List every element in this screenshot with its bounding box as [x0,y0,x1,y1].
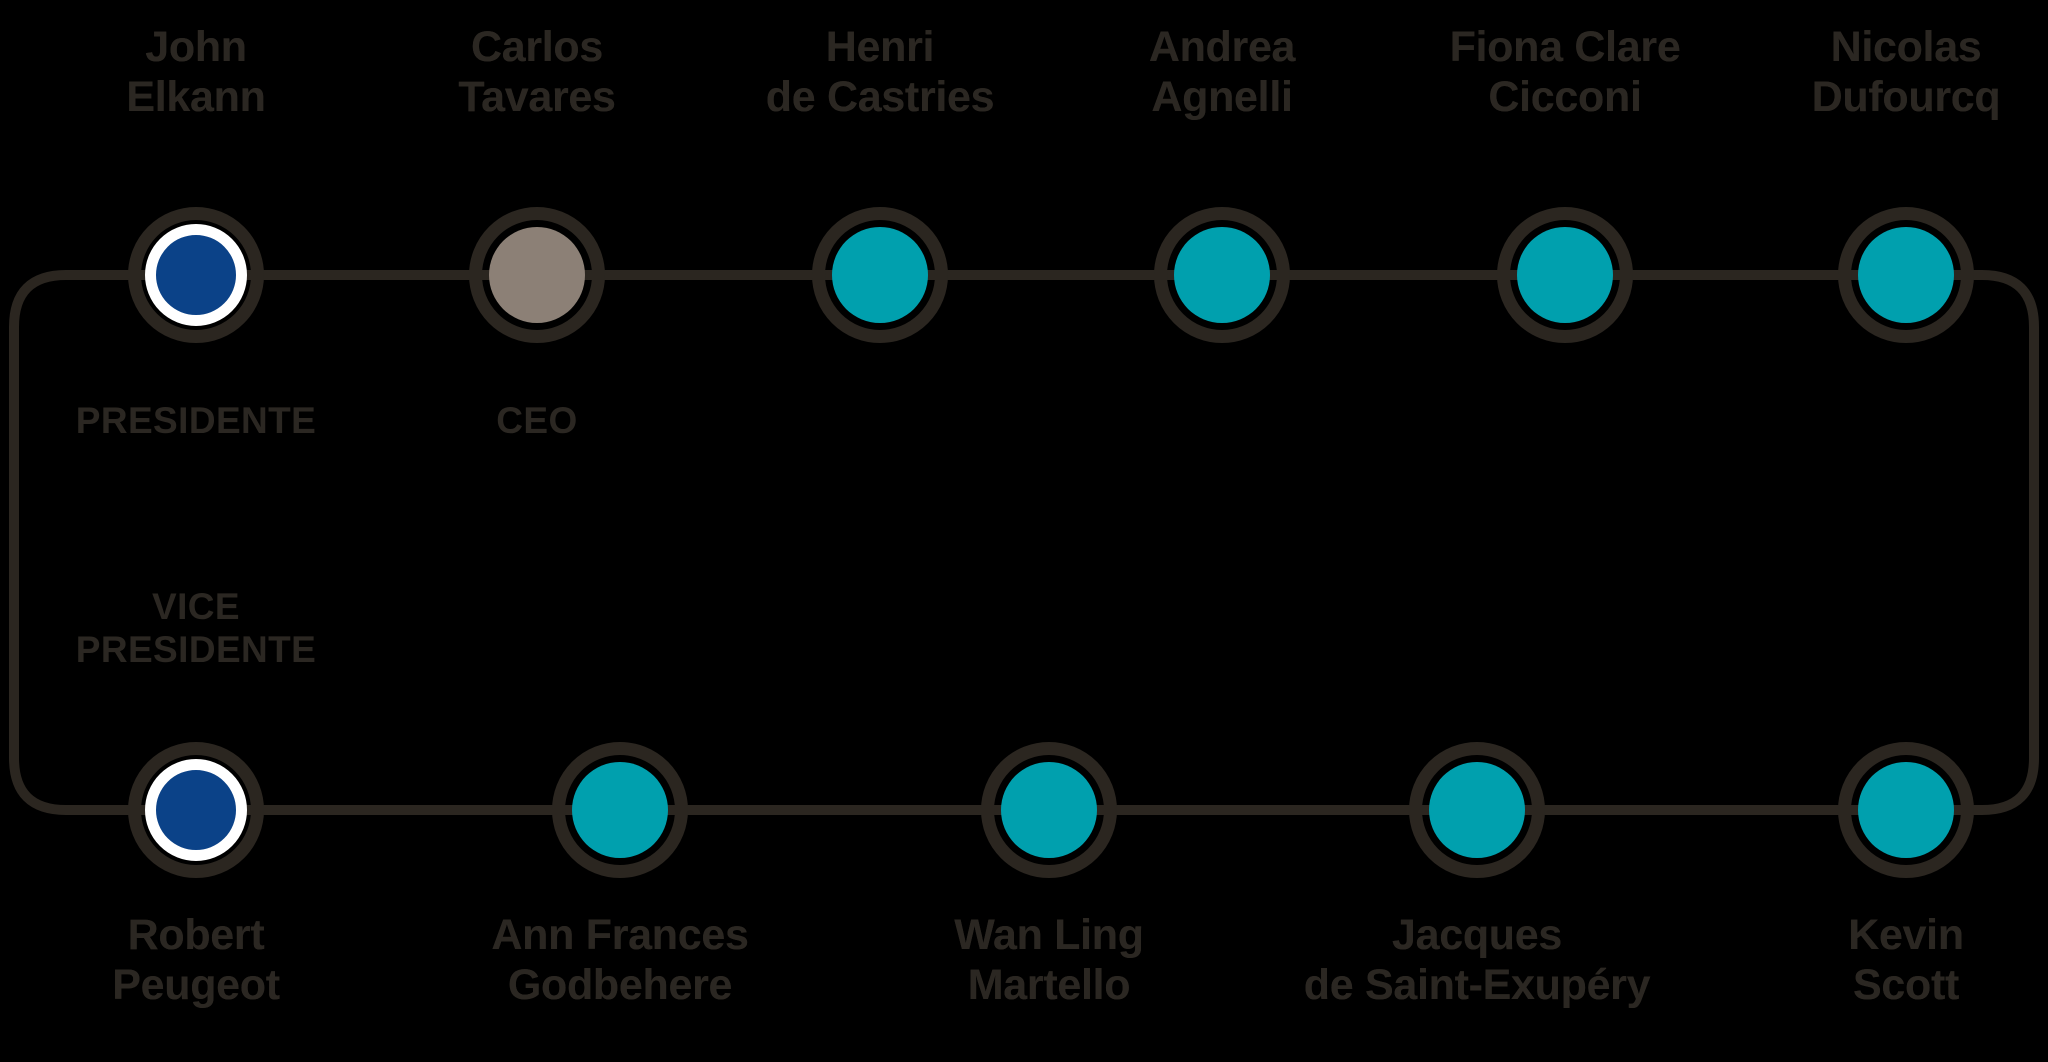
node-label-ann-frances-godbehere: Ann Frances Godbehere [491,911,749,1010]
node-disc [1429,762,1525,858]
role-label-carlos-tavares: CEO [496,400,578,441]
node-henri-de-castries[interactable] [812,207,948,343]
node-disc [145,759,247,861]
node-disc [1001,762,1097,858]
node-jacques-de-saint-exupery[interactable] [1409,742,1545,878]
node-disc [1517,227,1613,323]
node-nicolas-dufourcq[interactable] [1838,207,1974,343]
role-label-john-elkann: PRESIDENTE [75,400,317,441]
node-carlos-tavares[interactable] [469,207,605,343]
node-label-carlos-tavares: Carlos Tavares [458,23,616,122]
node-label-john-elkann: John Elkann [126,23,266,122]
node-label-wan-ling-martello: Wan Ling Martello [954,911,1144,1010]
node-ann-frances-godbehere[interactable] [552,742,688,878]
node-disc [572,762,668,858]
node-john-elkann[interactable] [128,207,264,343]
node-disc [1858,227,1954,323]
node-label-nicolas-dufourcq: Nicolas Dufourcq [1811,23,2001,122]
node-disc [1174,227,1270,323]
node-robert-peugeot[interactable] [128,742,264,878]
node-kevin-scott[interactable] [1838,742,1974,878]
node-disc [145,224,247,326]
node-andrea-agnelli[interactable] [1154,207,1290,343]
node-fiona-clare-cicconi[interactable] [1497,207,1633,343]
node-wan-ling-martello[interactable] [981,742,1117,878]
node-label-jacques-de-saint-exupery: Jacques de Saint-Exupéry [1303,911,1651,1010]
node-label-fiona-clare-cicconi: Fiona Clare Cicconi [1449,23,1681,122]
node-disc [1858,762,1954,858]
connector-right-loop [1906,270,2039,815]
node-label-henri-de-castries: Henri de Castries [765,23,995,122]
node-disc [489,227,585,323]
connector-left-loop [9,270,196,815]
node-disc [832,227,928,323]
role-label-robert-peugeot: VICE PRESIDENTE [75,586,317,670]
node-label-robert-peugeot: Robert Peugeot [112,911,280,1010]
node-label-andrea-agnelli: Andrea Agnelli [1148,23,1296,122]
node-label-kevin-scott: Kevin Scott [1848,911,1964,1010]
